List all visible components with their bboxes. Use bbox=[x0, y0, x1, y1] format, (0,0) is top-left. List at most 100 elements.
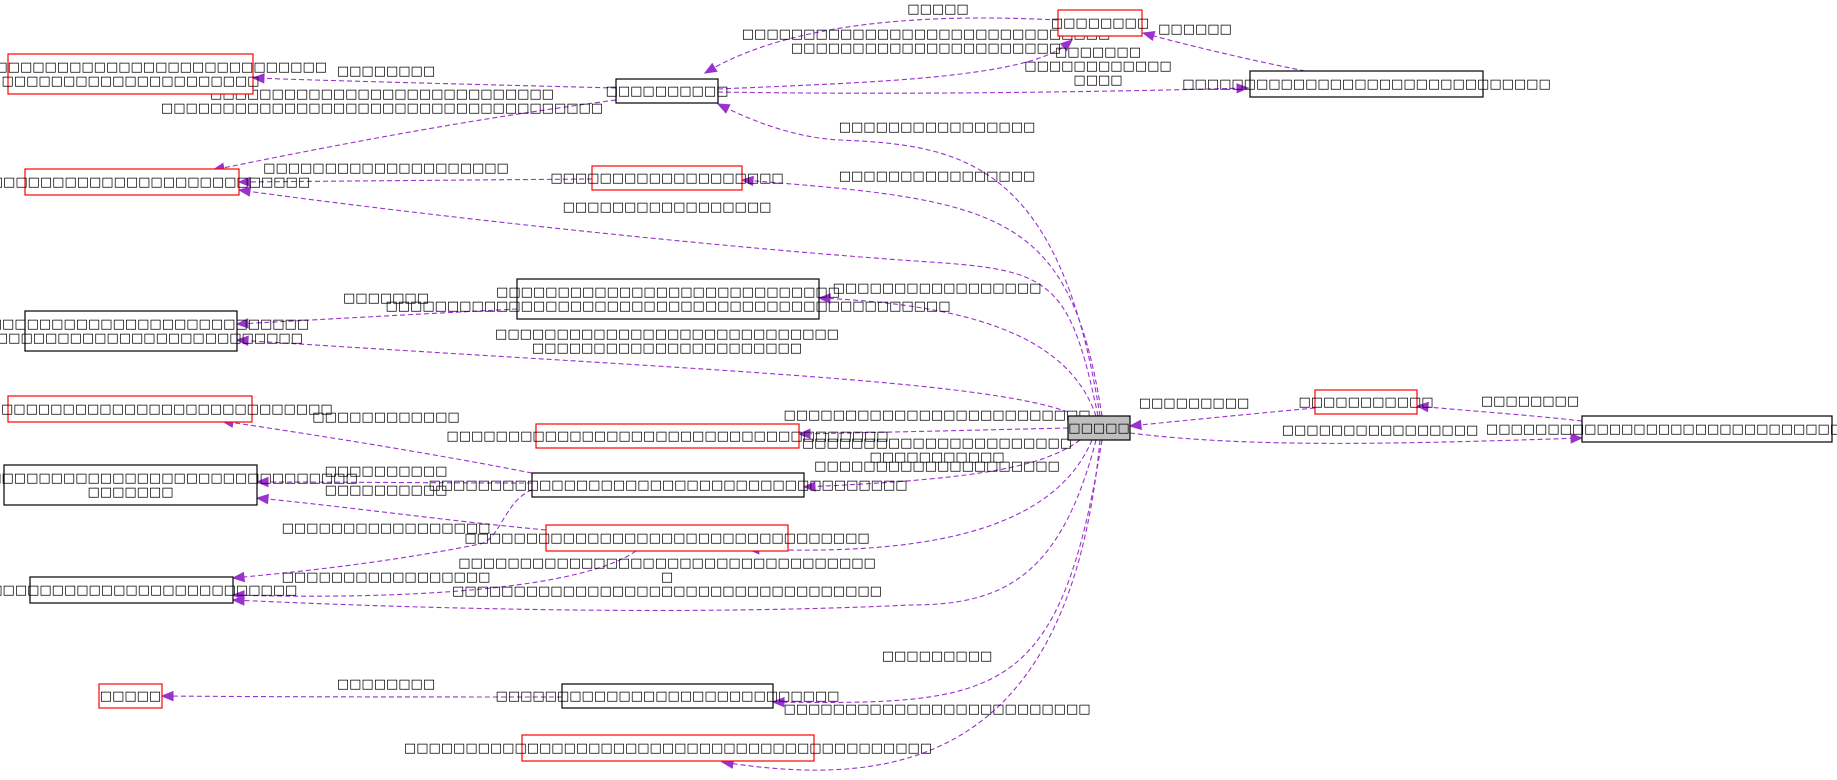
node-box[interactable] bbox=[24, 310, 238, 352]
arrow-head bbox=[1570, 433, 1584, 444]
node-n_l1[interactable]: □□□□□□□□□□□□□□□□□□□□□□□□□□□□□□□□□□□□□□□□… bbox=[0, 53, 327, 95]
node-n_r1[interactable]: □□□□□□□□□□□ bbox=[1298, 389, 1434, 415]
node-box[interactable] bbox=[615, 78, 719, 104]
arrow-head bbox=[797, 428, 811, 440]
node-box[interactable] bbox=[591, 165, 743, 191]
node-n_mid6[interactable]: □□□□□□□□□□□□□□□□□□□□□□□□□□□□□□□□□ bbox=[464, 524, 870, 552]
edge-label: □□□□□□□□□□□□□□□□□□□□□□□□□ bbox=[783, 702, 1090, 717]
edge-e26: □□□□□□□□□ bbox=[1128, 396, 1316, 431]
edge-label: □□□□□□□□ bbox=[337, 64, 435, 79]
node-box[interactable] bbox=[7, 395, 253, 423]
node-box[interactable] bbox=[545, 524, 789, 552]
node-box[interactable] bbox=[561, 683, 774, 709]
edge-line bbox=[1129, 407, 1316, 427]
node-box[interactable] bbox=[531, 472, 805, 498]
node-label: □□□□□□□□□□□□□□□□□□□□□□□□□□□□□□□□□□□□□□□□… bbox=[385, 299, 950, 314]
edge-line bbox=[232, 550, 637, 597]
node-box[interactable] bbox=[1249, 70, 1484, 98]
edge-e23: □□□□□□□□ bbox=[160, 677, 563, 702]
edge-label: □□□□□□□□□□□□□□□□□ bbox=[563, 200, 772, 215]
node-n_mid5[interactable]: □□□□□□□□□□□□□□□□□□□□□□□□□□□□□□□□□□□□□□□ bbox=[428, 472, 908, 498]
edge-line bbox=[232, 489, 533, 579]
edge-label: □□□□□□□□ bbox=[1481, 394, 1579, 409]
node-label: □□□□□□□□□□□□□□□□□□□□□□□□□□□□□□□□□□□□□ bbox=[0, 471, 358, 486]
edge-label: □□□□□□□□□□□□□□□□□□□□ bbox=[814, 459, 1060, 474]
edge-line bbox=[721, 439, 1101, 771]
edge-line bbox=[1142, 32, 1306, 72]
node-box[interactable] bbox=[7, 53, 254, 95]
edge-label: □□□□□□□□□□□□□□□□□□□□□□□□□□□□□□□□□□□ bbox=[452, 584, 882, 599]
node-n_l6[interactable]: □□□□□□□□□□□□□□□□□□□□□□□□□□□ bbox=[0, 576, 297, 604]
node-focus[interactable]: □□□□□ bbox=[1067, 415, 1131, 441]
arrow-head bbox=[1128, 419, 1142, 431]
edge-line bbox=[161, 695, 563, 698]
edge-e11: □□□□□□□ bbox=[235, 291, 518, 329]
node-n_mid1[interactable]: □□□□□□□□□□ bbox=[606, 78, 729, 104]
edge-label: □□□□□□□□□□□□□□□□□□□□□□□□□□□□ bbox=[210, 87, 554, 102]
edge-line bbox=[717, 103, 1101, 417]
node-box[interactable] bbox=[1057, 9, 1143, 37]
node-box[interactable] bbox=[535, 423, 800, 449]
node-box[interactable] bbox=[1581, 415, 1833, 443]
edge-line bbox=[238, 189, 1099, 417]
edge-line bbox=[717, 39, 1073, 90]
node-n_l7[interactable]: □□□□□ bbox=[98, 683, 163, 709]
node-label: □□□□□□□□ bbox=[1051, 16, 1149, 31]
edge-label: □□□□□□□□□□□□□□□□□ bbox=[282, 521, 491, 536]
arrow-head bbox=[771, 696, 785, 708]
edge-line bbox=[256, 481, 533, 484]
node-n_tr1[interactable]: □□□□□□□□ bbox=[1051, 9, 1149, 37]
arrow-head bbox=[1415, 401, 1429, 413]
edge-label: □□□□□□□□□□□□□□□□□□□□□□□□□□□□□□□□□□□□ bbox=[161, 101, 603, 116]
node-n_mid3[interactable]: □□□□□□□□□□□□□□□□□□□□□□□□□□□□□□□□□□□□□□□□… bbox=[385, 278, 951, 320]
arrow-head bbox=[235, 335, 249, 346]
edge-label: □□□□□□□□□□□□□□□□□□□□□□□□□□□□□□□□□□ bbox=[458, 556, 876, 571]
node-n_r2[interactable]: □□□□□□□□□□□□□□□□□□□□□□□□□□□□□□□□□□□□ bbox=[1486, 415, 1837, 443]
edge-e1: □□□□□ bbox=[703, 2, 1059, 74]
edge-line bbox=[717, 87, 1249, 94]
edge-e6: □□□□□□□□□□□□□□□□□□□□□□□□□□□□□□□□□□□□□□□□… bbox=[161, 87, 617, 173]
node-n_mid2[interactable]: □□□□□□□□□□□□□□□□□□□ bbox=[550, 165, 784, 191]
edge-e3: □□□□□□□□□□□□□□□□□□□□□□□□□□□□□□□□□□□□□□□□… bbox=[717, 27, 1110, 90]
arrow-head bbox=[703, 62, 718, 74]
edge-label: □□□□□□□□□□□□□□□□□ bbox=[282, 570, 491, 585]
arrow-head bbox=[237, 176, 251, 188]
arrow-head bbox=[160, 690, 174, 702]
node-n_l5[interactable]: □□□□□□□□□□□□□□□□□□□□□□□□□□□□□□□□□□□□□□□□… bbox=[0, 464, 358, 506]
arrow-head bbox=[716, 103, 731, 114]
edge-e16: □□□□□□□□□□ bbox=[255, 464, 533, 488]
node-box[interactable] bbox=[516, 278, 820, 320]
node-box[interactable] bbox=[29, 576, 234, 604]
edge-line bbox=[704, 17, 1059, 74]
node-box[interactable] bbox=[1067, 415, 1131, 441]
node-box[interactable] bbox=[521, 734, 815, 762]
node-box[interactable] bbox=[24, 168, 240, 196]
edge-line bbox=[818, 297, 1097, 417]
node-label: □□□□□□□□□□□□□□□□□□□□□□□□□□□ bbox=[0, 583, 297, 598]
edge-label: □□□□□□□□□□□□□□□□□□□□□□ bbox=[802, 436, 1072, 451]
node-label: □□□□□ bbox=[1068, 421, 1129, 436]
edge-label: □□□□□□□□□□□□□□□□□□□□□□ bbox=[791, 41, 1061, 56]
edge-label: □□□□ bbox=[1073, 73, 1122, 88]
node-box[interactable] bbox=[98, 683, 163, 709]
arrow-head bbox=[231, 571, 245, 583]
node-n_l4[interactable]: □□□□□□□□□□□□□□□□□□□□□□□□□□□□□□□□□ bbox=[0, 395, 333, 423]
edge-label: □□□□□□□□□□□□□□□□ bbox=[839, 120, 1036, 135]
node-n_mid7[interactable]: □□□□□□□□□□□□□□□□□□□□□□□□□□□□ bbox=[496, 683, 840, 709]
node-label: □□□□□□□ bbox=[88, 485, 174, 500]
node-n_mid4[interactable]: □□□□□□□□□□□□□□□□□□□□□□□□□□□□□□□□□□□□ bbox=[446, 423, 889, 449]
edge-e7: □□□□□□□□□□□□□□□□ bbox=[716, 103, 1101, 417]
node-n_mid8[interactable]: □□□□□□□□□□□□□□□□□□□□□□□□□□□□□□□□□□□□□□□□… bbox=[404, 734, 932, 762]
node-n_tr2[interactable]: □□□□□□□□□□□□□□□□□□□□□□□□□□□□□□ bbox=[1182, 70, 1551, 98]
node-box[interactable] bbox=[1314, 389, 1418, 415]
edge-line bbox=[803, 439, 1081, 488]
node-n_l3[interactable]: □□□□□□□□□□□□□□□□□□□□□□□□□□□□□□□□□□□□□□□□… bbox=[0, 310, 309, 352]
node-n_l2[interactable]: □□□□□□□□□□□□□□□□□□□□□□□□□□□□□ bbox=[0, 168, 310, 196]
edge-e4: □□□□□□□□□□□□□□□□□□□□□□□ bbox=[717, 45, 1250, 94]
edge-label: □□□□□□□□□□□□□□□□□□□□□□□□□□□□ bbox=[495, 327, 839, 342]
nodes-layer: □□□□□□□□□□□□□□□□□□□□□□□□□□□□□□□□□□□□□□□□… bbox=[0, 9, 1837, 762]
node-label: □□□□□□□□□□□□□□□□□□□□□□□□□□□□□□□□□□□□□□□ bbox=[428, 478, 907, 493]
arrow-head bbox=[251, 73, 265, 84]
node-box[interactable] bbox=[3, 464, 258, 506]
